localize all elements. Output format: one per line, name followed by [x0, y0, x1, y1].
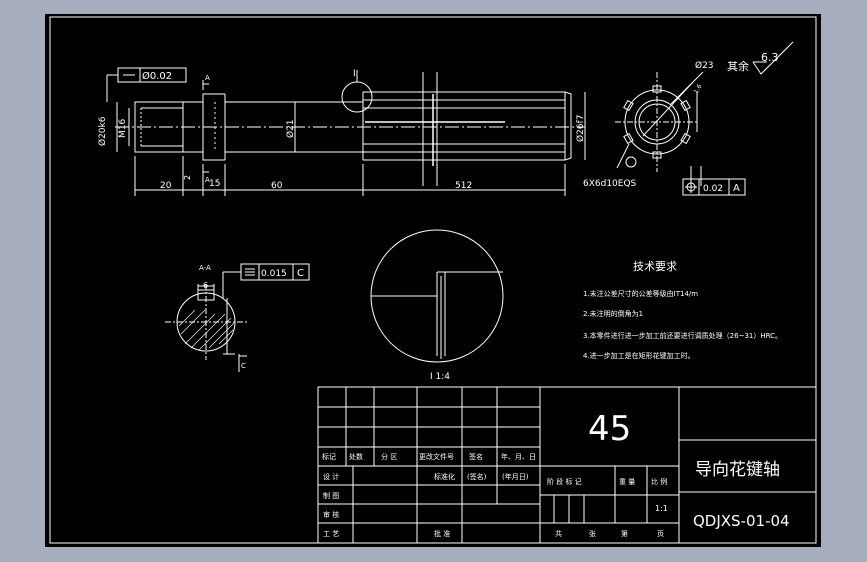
position-tol-value: 0.02	[703, 184, 723, 194]
tb-approve: 批 准	[434, 529, 450, 538]
key-tol-ref: C	[297, 268, 304, 279]
tb-weight-label: 重 量	[619, 478, 635, 486]
dim-phi26: Ø26f7	[575, 115, 586, 142]
drawing-sheet: Ø0.02 A A I Ø20k6 M16 Ø21 Ø26f7 20 2 15 …	[45, 14, 821, 547]
tolerance-frame-top	[106, 67, 187, 102]
datum-c: C	[241, 362, 246, 370]
dim-phi23: Ø23	[695, 60, 714, 71]
dimension-lines-length	[134, 156, 566, 196]
tb-col-label-0: 标记	[322, 452, 336, 461]
spline-end-view	[615, 71, 704, 186]
dim-m16: M16	[118, 119, 128, 138]
tb-sheet-unit-2: 页	[657, 530, 664, 538]
section-aa-view	[165, 284, 247, 372]
tb-col-label-4: 签名	[469, 452, 483, 461]
tb-sheet-index: 第	[621, 529, 628, 538]
dim-len-512: 512	[455, 181, 472, 191]
note-1: 1.未注公差尺寸的公差等级由IT14/m	[583, 289, 698, 298]
key-width-6: 6	[203, 281, 208, 290]
tolerance-frame-key	[222, 263, 310, 298]
tb-col-label-2: 分 区	[381, 452, 397, 461]
tb-sheet-unit-1: 张	[589, 529, 596, 538]
tb-row-process: 工 艺	[323, 530, 339, 538]
dim-len-20: 20	[160, 181, 172, 191]
tb-col-label-1: 处数	[349, 452, 363, 461]
dim-len-2: 2	[183, 175, 192, 180]
tb-date-paren: (年月日)	[502, 472, 529, 481]
surface-rest-label: 其余	[727, 59, 749, 73]
part-name: 导向花键轴	[695, 460, 780, 480]
tb-sheet-total: 共	[555, 529, 562, 538]
dim-len-15: 15	[209, 179, 220, 189]
tb-col-label-5: 年、月、日	[501, 452, 536, 461]
note-3: 3.本零件进行进一步加工前还要进行调质处理（26~31）HRC。	[583, 331, 782, 340]
shaft-main-view	[115, 70, 585, 186]
drawing-canvas: Ø0.02 A A I Ø20k6 M16 Ø21 Ø26f7 20 2 15 …	[49, 16, 817, 544]
section-marker-bottom: A	[205, 176, 210, 184]
tb-scale-label: 比 例	[651, 477, 667, 486]
scale-value: 1:1	[655, 504, 668, 513]
notes-title: 技术要求	[633, 260, 677, 273]
key-tol-value: 0.015	[261, 269, 287, 279]
tb-stage-label: 阶 段 标 记	[547, 477, 582, 486]
roughness-symbol-rest	[752, 41, 794, 75]
position-tol-ref: A	[733, 183, 740, 194]
note-2: 2.未注明的倒角为1	[583, 309, 643, 318]
tb-sign-paren: (签名)	[467, 472, 487, 481]
tolerance-frame-position	[682, 178, 746, 196]
roughness-small-value: 1.6	[693, 83, 704, 95]
cad-crosshair-cursor[interactable]	[365, 94, 505, 166]
tb-standardize: 标准化	[434, 472, 455, 481]
tb-row-draw: 制 图	[323, 491, 339, 500]
tb-row-check: 审 核	[323, 510, 339, 519]
tb-row-design: 设 计	[323, 472, 339, 481]
dimension-lines-diameter	[116, 92, 586, 160]
detail-scale-label: I 1:4	[430, 372, 450, 382]
title-block	[317, 386, 817, 544]
tb-col-label-3: 更改文件号	[419, 452, 454, 461]
section-aa-label: A-A	[199, 264, 211, 272]
detail-marker-label: I	[353, 69, 356, 79]
spline-spec: 6X6d10EQS	[583, 179, 637, 189]
material-value: 45	[588, 409, 631, 449]
section-marker-top: A	[205, 74, 210, 82]
roughness-rest-value: 6.3	[761, 51, 779, 64]
note-4: 4.进一步加工是在矩形花键加工时。	[583, 351, 695, 360]
dim-len-60: 60	[271, 181, 283, 191]
dim-phi21: Ø21	[285, 119, 296, 138]
detail-i-view	[370, 229, 504, 363]
tolerance-top-text: Ø0.02	[142, 70, 172, 82]
dim-phi20: Ø20k6	[97, 116, 108, 146]
drawing-number: QDJXS-01-04	[693, 512, 790, 530]
